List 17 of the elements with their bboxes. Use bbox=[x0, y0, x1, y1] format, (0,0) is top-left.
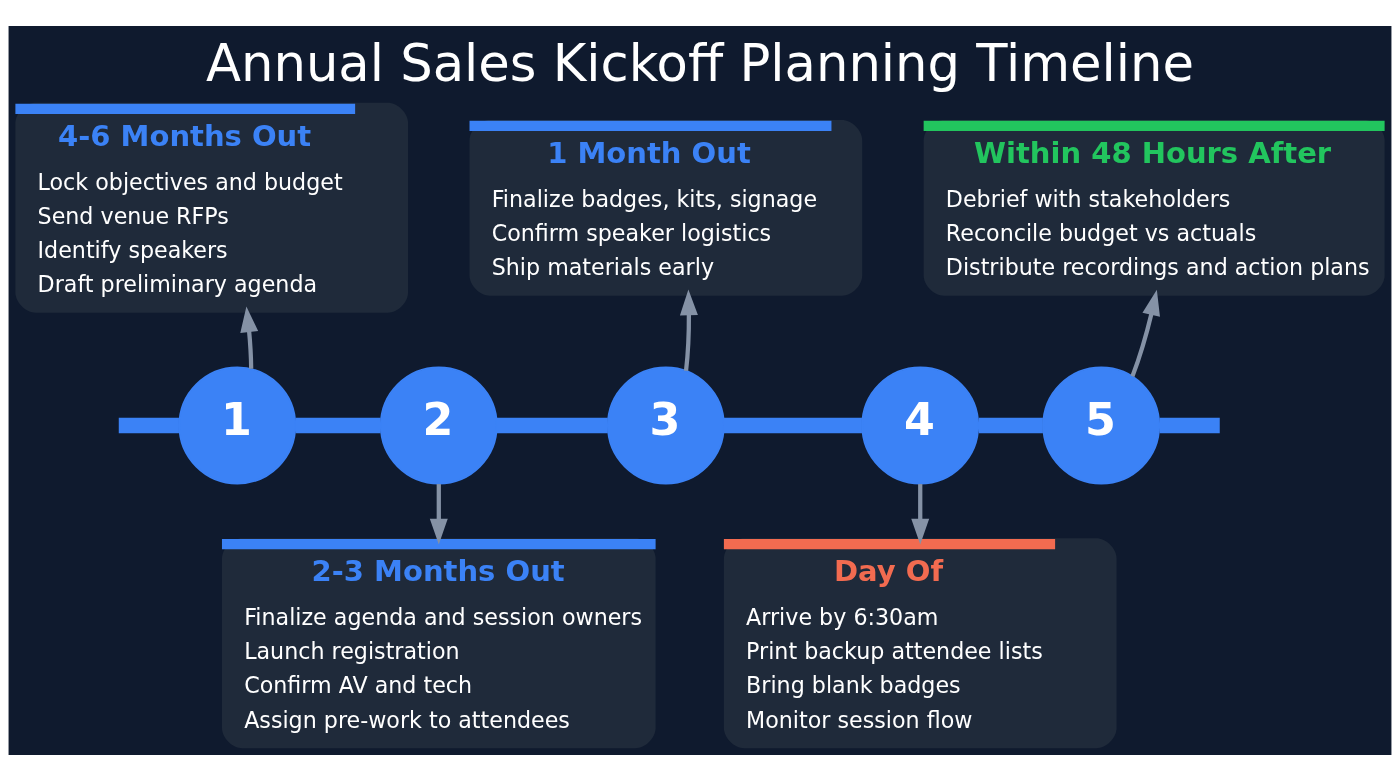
connector bbox=[295, 417, 381, 434]
connector bbox=[496, 417, 608, 434]
arrow bbox=[429, 484, 448, 545]
arrow bbox=[240, 306, 259, 369]
connector bbox=[978, 417, 1043, 434]
diagram-title: Annual Sales Kickoff Planning Timeline bbox=[205, 32, 1195, 93]
node-circle: 1 bbox=[178, 366, 297, 485]
connector bbox=[1159, 417, 1220, 434]
node-circle: 3 bbox=[606, 366, 725, 485]
node-circle: 5 bbox=[1042, 366, 1161, 485]
connector bbox=[724, 417, 862, 434]
arrow bbox=[1130, 289, 1160, 378]
arrow bbox=[911, 484, 930, 545]
arrow bbox=[679, 289, 698, 372]
connector bbox=[118, 417, 179, 434]
node-circle: 2 bbox=[379, 366, 498, 485]
node-circle: 4 bbox=[861, 366, 980, 485]
